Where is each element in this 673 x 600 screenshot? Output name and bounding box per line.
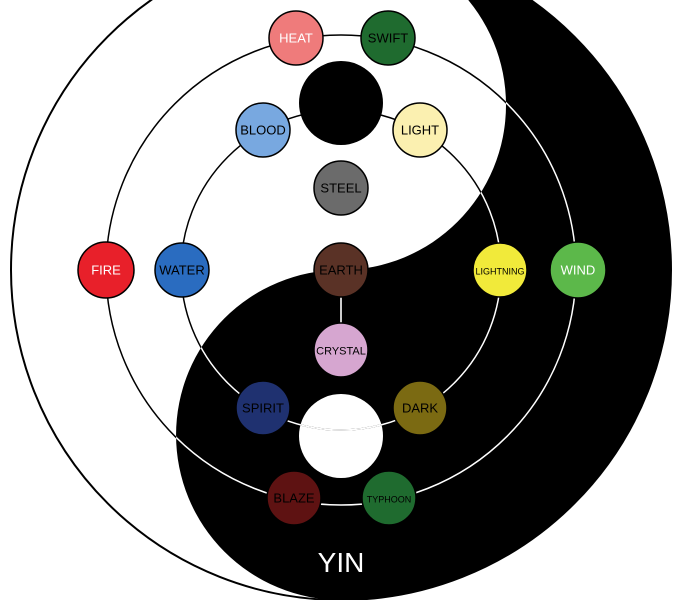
node-crystal-circle (313, 322, 369, 378)
node-earth: EARTH (313, 242, 369, 298)
node-light-label: LIGHT (401, 123, 439, 138)
node-light: LIGHT (392, 102, 448, 158)
node-earth-label: EARTH (319, 263, 363, 278)
node-fire-label: FIRE (91, 263, 121, 278)
node-blaze-label: BLAZE (273, 491, 315, 506)
node-steel-circle (313, 160, 369, 216)
node-heat-circle (268, 10, 324, 66)
node-water-circle (154, 242, 210, 298)
yang-eye (299, 61, 383, 145)
node-lightning-circle (472, 242, 528, 298)
node-blood-circle (235, 102, 291, 158)
node-swift: SWIFT (360, 10, 416, 66)
node-steel: STEEL (313, 160, 369, 216)
node-heat: HEAT (268, 10, 324, 66)
node-earth-circle (313, 242, 369, 298)
node-crystal-label: CRYSTAL (316, 346, 366, 358)
node-spirit-circle (235, 380, 291, 436)
node-dark: DARK (392, 380, 448, 436)
node-wind-label: WIND (561, 263, 596, 278)
node-heat-label: HEAT (279, 31, 313, 46)
node-water-label: WATER (159, 263, 205, 278)
yin-half (176, 0, 671, 600)
node-dark-circle (392, 380, 448, 436)
node-blood: BLOOD (235, 102, 291, 158)
yin-eye (299, 394, 383, 478)
node-spirit-label: SPIRIT (242, 401, 284, 416)
node-spirit: SPIRIT (235, 380, 291, 436)
node-water: WATER (154, 242, 210, 298)
node-crystal: CRYSTAL (313, 322, 369, 378)
element-nodes: HEAT SWIFT BLOOD LIGHT STEEL FIRE WATER EARTH LI… (77, 10, 607, 526)
node-light-circle (392, 102, 448, 158)
node-blaze-circle (266, 470, 322, 526)
node-wind-circle (549, 241, 607, 299)
node-swift-circle (360, 10, 416, 66)
node-typhoon-label: TYPHOON (367, 495, 412, 505)
node-blood-label: BLOOD (240, 123, 286, 138)
node-wind: WIND (549, 241, 607, 299)
node-fire: FIRE (77, 241, 135, 299)
node-lightning: LIGHTNING (472, 242, 528, 298)
node-blaze: BLAZE (266, 470, 322, 526)
node-dark-label: DARK (402, 401, 438, 416)
node-lightning-label: LIGHTNING (475, 267, 524, 277)
node-swift-label: SWIFT (368, 31, 408, 46)
yin-label: YIN (318, 547, 365, 578)
node-typhoon-circle (361, 470, 417, 526)
node-steel-label: STEEL (320, 181, 361, 196)
node-typhoon: TYPHOON (361, 470, 417, 526)
node-fire-circle (77, 241, 135, 299)
